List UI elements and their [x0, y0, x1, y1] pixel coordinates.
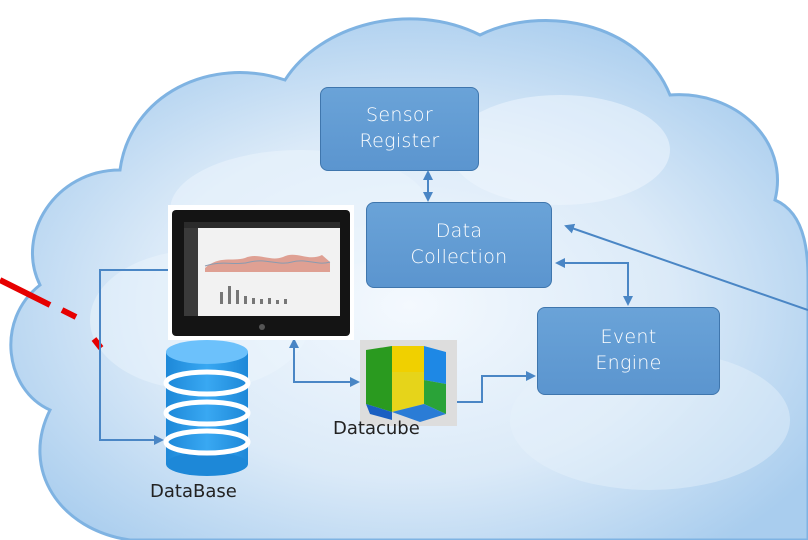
event-engine-label-line2: Engine [595, 352, 662, 374]
data-collection-label-line2: Collection [410, 246, 508, 268]
dashboard-monitor [168, 205, 354, 340]
datacube-label: Datacube [333, 418, 420, 439]
database-label: DataBase [150, 481, 237, 502]
connector-monitor-database [99, 269, 172, 445]
data-collection-box[interactable]: Data Collection [366, 202, 552, 288]
connector-monitor-datacube [289, 338, 360, 387]
database-icon [163, 340, 251, 476]
sensor-register-box[interactable]: Sensor Register [320, 87, 479, 171]
datacube-icon [360, 340, 457, 426]
event-engine-box[interactable]: Event Engine [537, 307, 720, 395]
data-collection-label-line1: Data [435, 220, 483, 243]
connector-collection-event [555, 258, 633, 306]
sensor-register-label-line2: Register [359, 130, 440, 152]
connectors [99, 170, 808, 445]
event-engine-label-line1: Event [600, 326, 657, 349]
connector-external-collection [564, 223, 808, 311]
sensor-register-label-line1: Sensor [366, 104, 433, 127]
